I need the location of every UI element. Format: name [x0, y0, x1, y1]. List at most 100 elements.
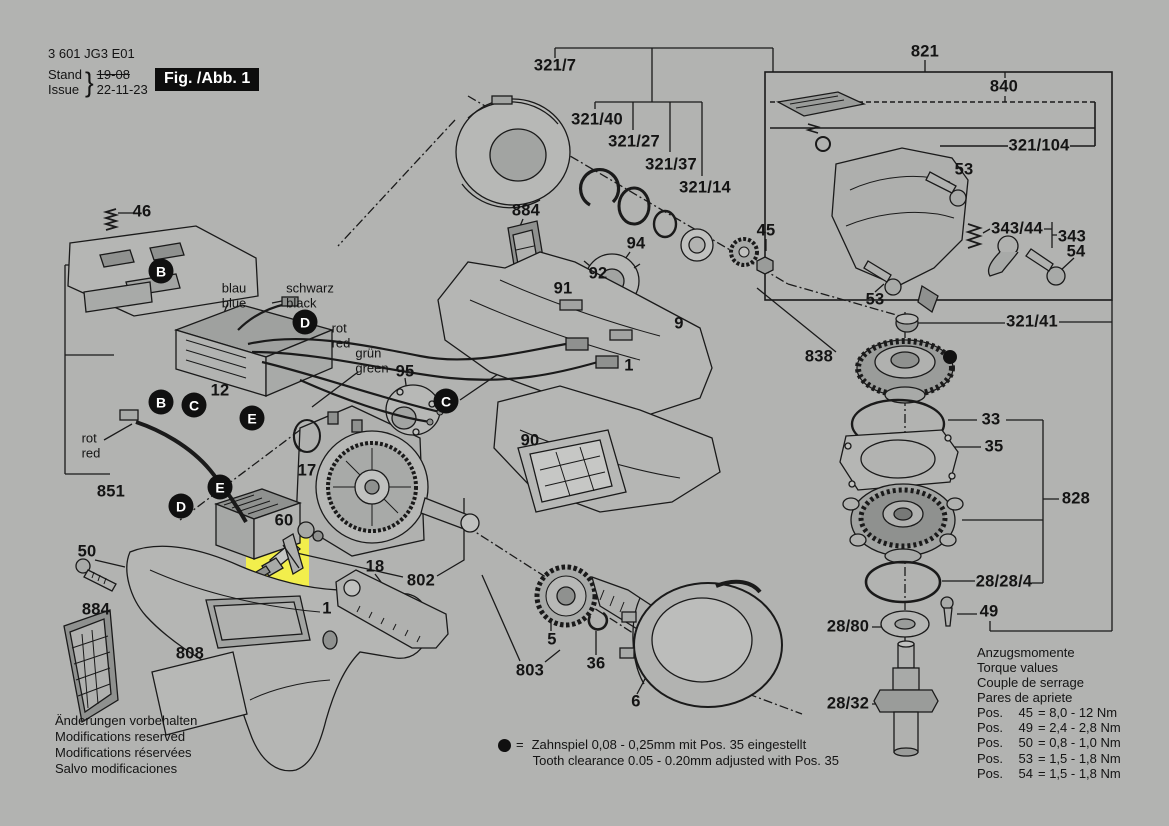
torque-row-pos-54: Pos.54= 1,5 - 1,8 Nm: [977, 765, 1121, 781]
part-callout-45: 45: [756, 221, 776, 240]
torque-row-pos-49: Pos.49= 2,4 - 2,8 Nm: [977, 720, 1121, 736]
tooth-clearance-dot-icon: [498, 739, 511, 752]
part-callout-884: 884: [81, 600, 111, 619]
part-oring-28-28-4: [864, 560, 942, 604]
part-lock-lever-343: [987, 235, 1019, 277]
reserved-line: Modifications réservées: [55, 744, 192, 760]
wiring-harness: [237, 296, 619, 426]
part-clamp-lever-18: [335, 569, 449, 649]
reserved-line: Salvo modificaciones: [55, 760, 178, 776]
part-callout-828: 828: [1061, 489, 1091, 508]
part-callout-802: 802: [406, 571, 436, 590]
torque-heading-line: Pares de apriete: [977, 690, 1073, 706]
part-cover-6: [619, 579, 783, 708]
legend-equals: =: [516, 737, 524, 752]
part-bearing-shield-321-7: [455, 95, 571, 209]
torque-row-pos-45: Pos.45= 8,0 - 12 Nm: [977, 705, 1118, 721]
part-screw-54: [1025, 248, 1066, 286]
torque-row-pos-53: Pos.53= 1,5 - 1,8 Nm: [977, 750, 1121, 766]
part-callout-33: 33: [981, 410, 1001, 429]
tooth-clearance-dot: [943, 350, 957, 364]
part-switch-module: [214, 488, 324, 560]
part-callout-803: 803: [515, 661, 545, 680]
part-callout-1: 1: [322, 599, 332, 618]
part-cable-851: [119, 409, 248, 523]
part-callout-60: 60: [274, 511, 294, 530]
section-letter-E: E: [207, 474, 233, 500]
part-spring-343-44: [965, 223, 983, 249]
part-callout-5: 5: [547, 630, 557, 649]
part-callout-35: 35: [984, 437, 1004, 456]
torque-heading-line: Couple de serrage: [977, 675, 1084, 691]
issue-label: Issue: [48, 81, 80, 97]
part-switch-assembly-840: [776, 91, 969, 314]
part-nut-321-41: [895, 313, 919, 333]
part-callout-321-7: 321/7: [533, 56, 577, 75]
part-callout-851: 851: [96, 482, 126, 501]
part-callout-95: 95: [395, 362, 415, 381]
part-callout-54: 54: [1066, 242, 1086, 261]
part-callout-46: 46: [132, 202, 152, 221]
part-cover-plate-808: [151, 651, 248, 736]
part-callout-28-28-4: 28/28/4: [975, 572, 1033, 591]
section-letter-D: D: [292, 309, 318, 335]
part-callout-321-40: 321/40: [571, 110, 623, 129]
part-callout-840: 840: [989, 77, 1019, 96]
part-callout-808: 808: [175, 644, 205, 663]
title-block: 3 601 JG3 E01 Stand Issue } 19-08 22-11-…: [48, 46, 148, 98]
part-spindle-28-32: [873, 640, 939, 757]
section-letter-C: C: [181, 392, 207, 418]
superseded-date: 19-08: [96, 67, 130, 83]
part-callout-17: 17: [297, 461, 317, 480]
part-callout-6: 6: [631, 692, 641, 711]
part-callout-321-37: 321/37: [645, 155, 697, 174]
part-callout-28-80: 28/80: [826, 617, 870, 636]
part-callout-91: 91: [553, 279, 573, 298]
part-screw-50: [75, 558, 117, 592]
section-letter-E: E: [239, 405, 265, 431]
section-letter-C: C: [433, 388, 459, 414]
legend-line-en: Tooth clearance 0.05 - 0.20mm adjusted w…: [532, 752, 839, 768]
part-bevel-gear-838: [855, 338, 955, 404]
reserved-line: Änderungen vorbehalten: [55, 713, 198, 728]
section-letter-B: B: [148, 389, 174, 415]
brace-glyph: }: [84, 66, 94, 98]
part-ring-17: [292, 419, 321, 453]
part-callout-94: 94: [626, 234, 646, 253]
part-callout-321-14: 321/14: [679, 178, 731, 197]
part-callout-838: 838: [804, 347, 834, 366]
part-callout-821: 821: [910, 42, 940, 61]
tooth-clearance-legend: = Zahnspiel 0,08 - 0,25mm mit Pos. 35 ei…: [498, 737, 839, 768]
stand-label: Stand: [48, 67, 82, 83]
part-screw-49: [940, 596, 954, 627]
subassembly-840-box: [764, 71, 1113, 301]
part-circlip-36: [587, 611, 609, 631]
part-grille-884-left: [63, 609, 119, 724]
part-callout-50: 50: [77, 542, 97, 561]
section-letter-B: B: [148, 258, 174, 284]
part-callout-884: 884: [511, 201, 541, 220]
part-module-12: [173, 304, 335, 397]
part-gear-5: [534, 564, 598, 628]
part-callout-18: 18: [365, 557, 385, 576]
legend-line-de: Zahnspiel 0,08 - 0,25mm mit Pos. 35 eing…: [531, 737, 807, 752]
part-callout-343-44: 343/44: [991, 219, 1043, 238]
torque-row-pos-50: Pos.50= 0,8 - 1,0 Nm: [977, 735, 1121, 751]
section-letter-D: D: [168, 493, 194, 519]
part-gear-housing-upper: [437, 251, 713, 417]
part-callout-92: 92: [588, 264, 608, 283]
part-callout-321-27: 321/27: [608, 132, 660, 151]
part-callout-28-32: 28/32: [826, 694, 870, 713]
part-callout-36: 36: [586, 654, 606, 673]
part-bearing-flange-828: [842, 483, 964, 564]
part-callout-321-41: 321/41: [1006, 312, 1058, 331]
type-code: 3 601 JG3 E01: [48, 46, 135, 61]
callout-bracket-lines: [554, 47, 1006, 176]
